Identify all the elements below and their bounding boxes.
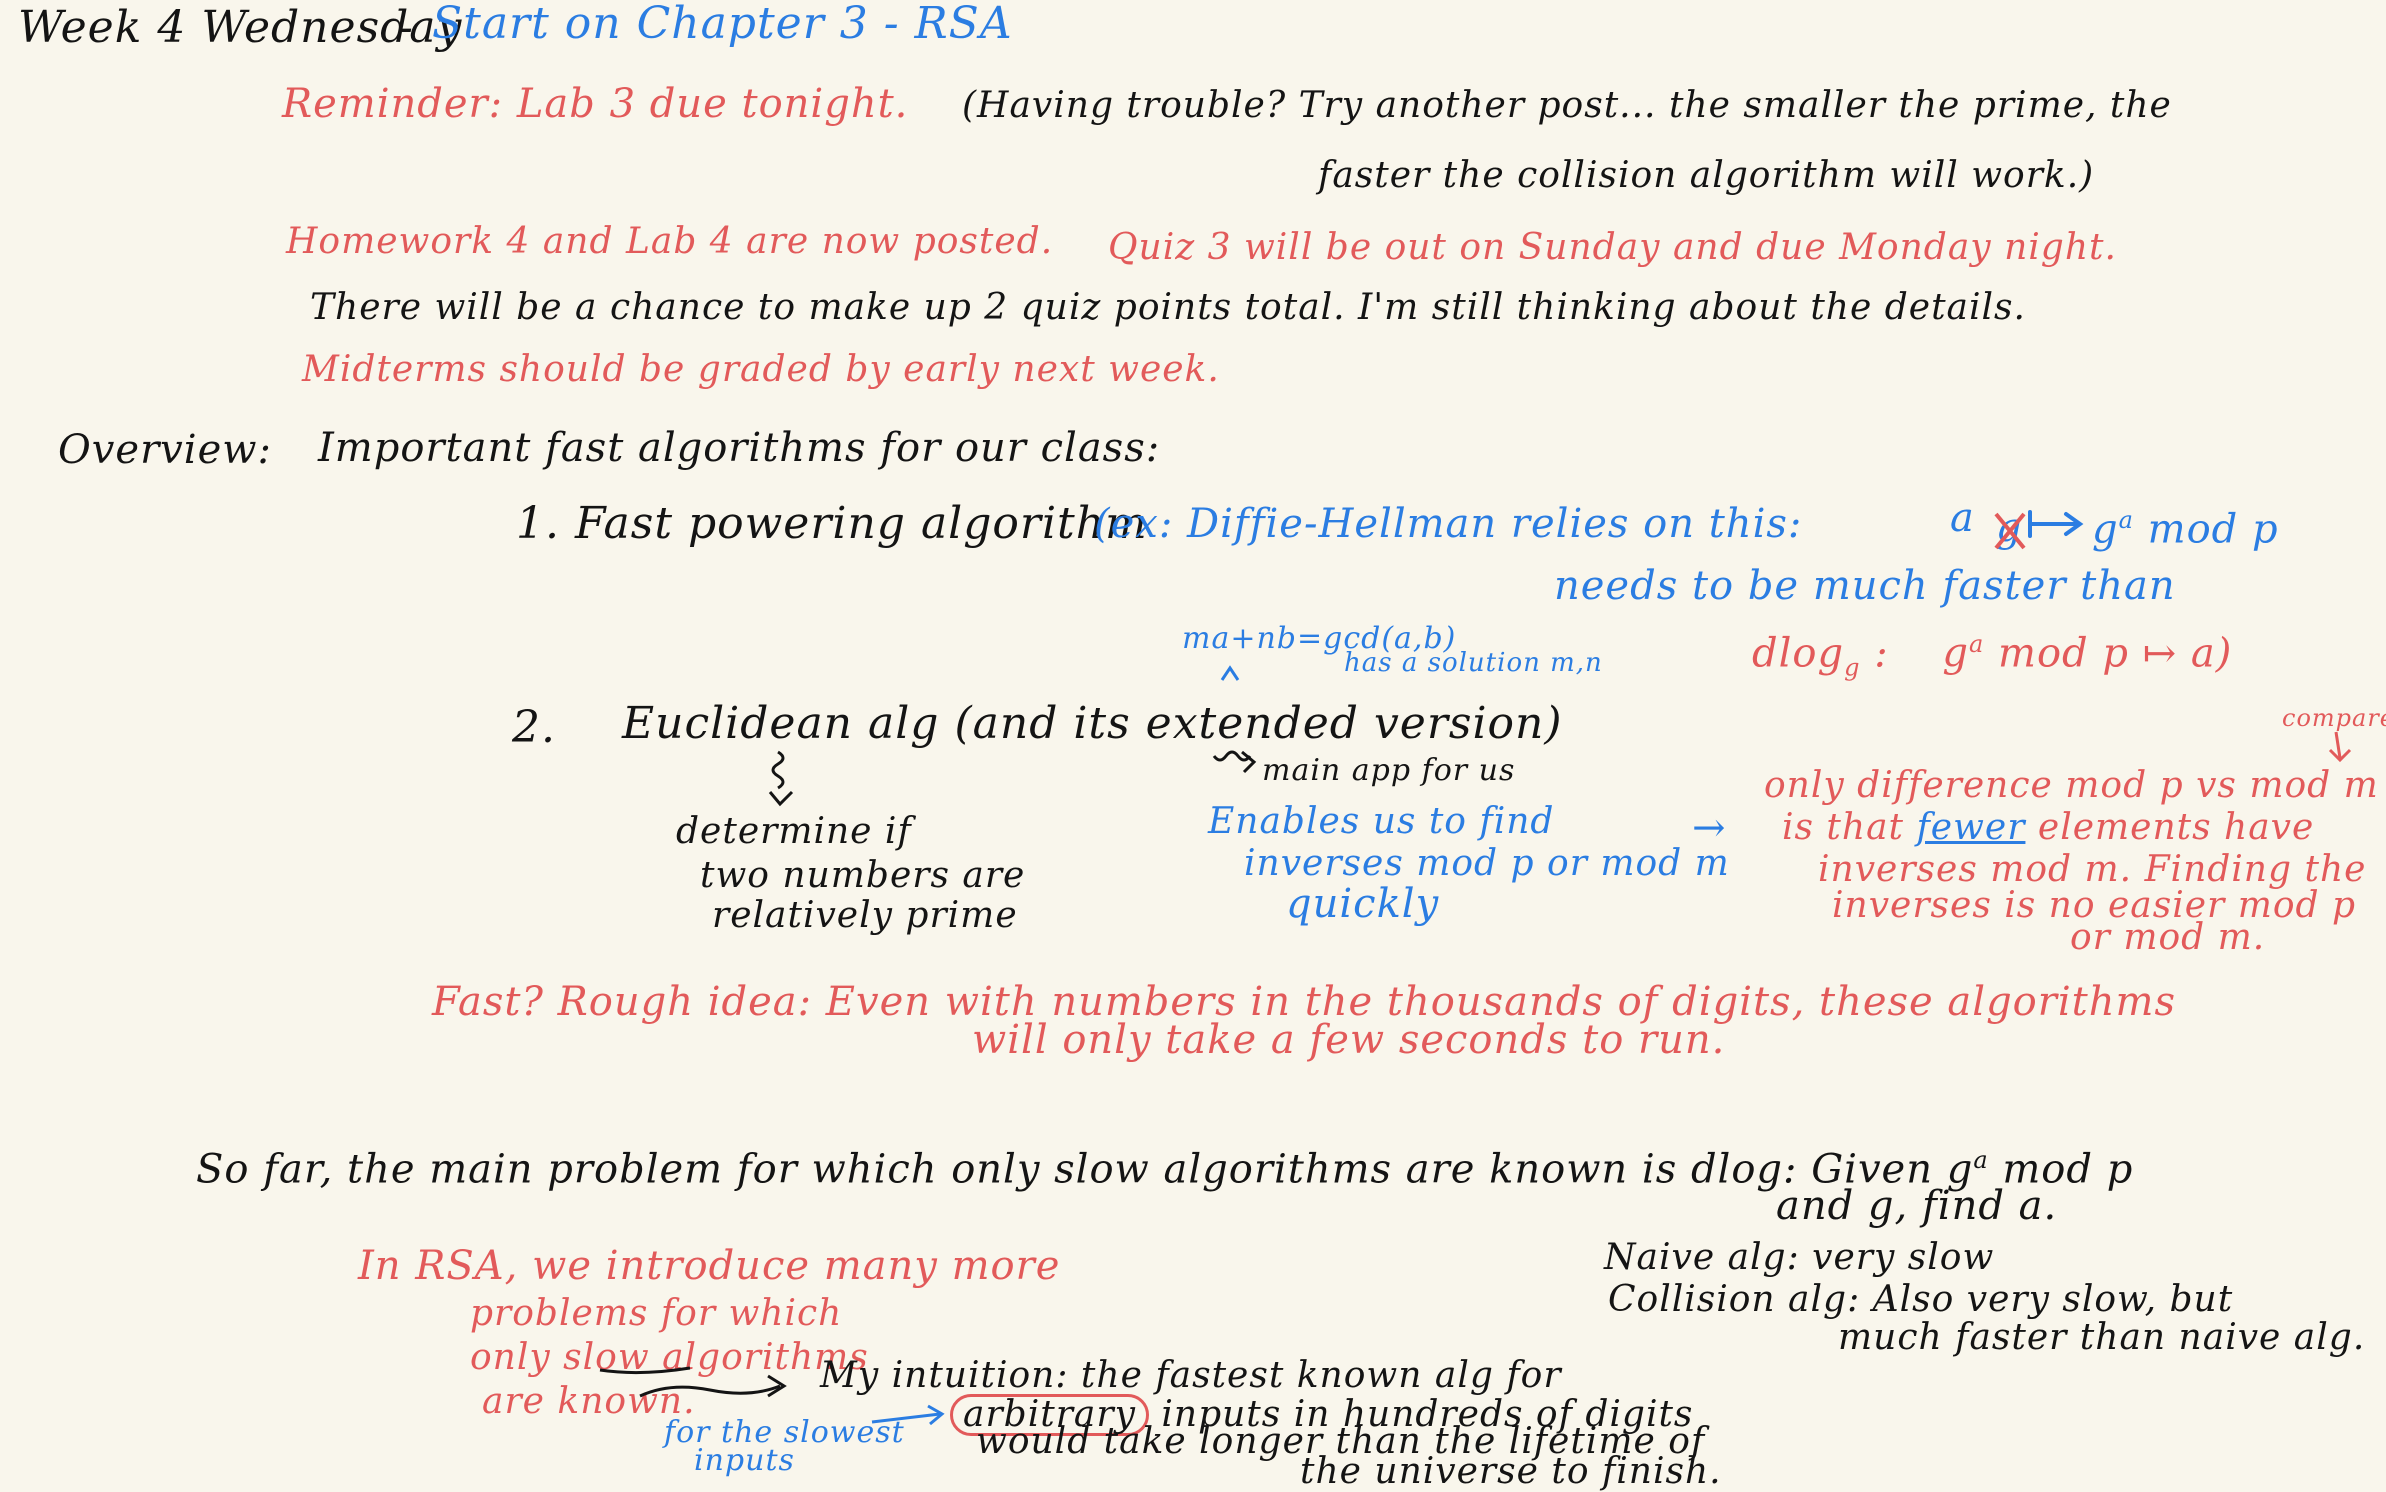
dlog-rest: mod p ↦ a) <box>1998 630 2233 677</box>
dlog-base: g <box>1942 630 1969 677</box>
diff-elements-have: elements have <box>2037 807 2315 848</box>
euclid-squiggle-arrow <box>768 750 794 807</box>
diff-line5: or mod m. <box>2070 917 2266 958</box>
slowest-line2: inputs <box>694 1443 795 1478</box>
item1-map-g: ga mod p <box>2092 508 2279 549</box>
item1-map-exp: a <box>2118 506 2134 534</box>
gcd-equation: ma+nb=gcd(a,b) <box>1182 621 1457 656</box>
rsa-line1: In RSA, we introduce many more <box>358 1243 1061 1289</box>
diff-line1: only difference mod p vs mod m <box>1764 765 2379 806</box>
item1-map-base: g <box>2092 506 2119 553</box>
compare-arrow-mark <box>2328 731 2352 763</box>
item1-note: (ex: Diffie-Hellman relies on this: <box>1094 501 1803 547</box>
compare-label: compare <box>2282 704 2386 732</box>
diff-line3: inverses mod m. Finding the <box>1818 849 2367 890</box>
collision-alg-line1: Collision alg: Also very slow, but <box>1608 1279 2234 1320</box>
sofar-line2: and g, find a. <box>1776 1183 2058 1229</box>
title-chapter: Start on Chapter 3 - RSA <box>432 0 1013 49</box>
item1-map-g-crossed: g <box>1996 505 2023 551</box>
mapsto-arrow <box>2028 510 2084 538</box>
intuition-line1: My intuition: the fastest known alg for <box>820 1355 1562 1396</box>
gcd-solution: has a solution m,n <box>1344 648 1603 678</box>
dlog-label: dlog <box>1752 630 1845 677</box>
diff-line2: is that fewer elements have <box>1782 810 2314 846</box>
lab-tip-line1: (Having trouble? Try another post... the… <box>962 85 2172 126</box>
rsa-line3: only slow algorithms <box>470 1337 869 1378</box>
makeup-notice: There will be a chance to make up 2 quiz… <box>310 287 2026 328</box>
sofar-exp: a <box>1973 1146 1989 1174</box>
item2-number: 2. <box>512 702 556 753</box>
overview-label: Overview: <box>58 427 272 473</box>
intuition-line2: arbitrary inputs in hundreds of digits <box>950 1394 1693 1436</box>
sofar-base: g <box>1946 1146 1974 1193</box>
sofar-mod: mod p <box>2002 1146 2134 1193</box>
sofar-prefix: So far, the main problem for which only … <box>196 1146 1933 1193</box>
enables-line3: quickly <box>1286 881 1440 927</box>
rsa-line2: problems for which <box>470 1293 843 1334</box>
lab-tip-line2: faster the collision algorithm will work… <box>1318 155 2095 196</box>
item1-map-a: a <box>1950 495 1975 541</box>
diff-line4: inverses is no easier mod p <box>1832 885 2357 926</box>
intuition-arbitrary: arbitrary <box>950 1394 1149 1436</box>
homework-posted: Homework 4 and Lab 4 are now posted. <box>286 221 1054 262</box>
overview-heading: Important fast algorithms for our class: <box>318 425 1161 471</box>
intuition-line4: the universe to finish. <box>1300 1451 1722 1492</box>
slowest-line1: for the slowest <box>664 1415 905 1450</box>
enables-line1: Enables us to find <box>1208 801 1555 842</box>
collision-alg-line2: much faster than naive alg. <box>1838 1317 2366 1358</box>
main-app-note: main app for us <box>1262 753 1516 788</box>
dlog-exp: a <box>1969 630 1985 658</box>
diff-fewer: fewer <box>1916 807 2026 848</box>
item2-euclidean: Euclidean alg (and its extended version) <box>622 698 1563 749</box>
intuition-line3: would take longer than the lifetime of <box>976 1421 1706 1462</box>
item1-map-mod: mod p <box>2147 506 2279 553</box>
quiz-notice: Quiz 3 will be out on Sunday and due Mon… <box>1108 227 2117 268</box>
item2-use-line3: relatively prime <box>712 895 1018 936</box>
sofar-line1: So far, the main problem for which only … <box>196 1148 2133 1189</box>
dlog-colon: : <box>1874 630 1889 677</box>
item2-use-line1: determine if <box>676 811 912 852</box>
enables-line2: inverses mod p or mod m <box>1244 843 1730 884</box>
naive-alg: Naive alg: very slow <box>1604 1237 1995 1278</box>
mainapp-squiggle-arrow <box>1212 750 1257 774</box>
item2-use-line2: two numbers are <box>700 855 1026 896</box>
item1-fast-powering: 1. Fast powering algorithm <box>516 498 1148 549</box>
intuition-inputs: inputs in hundreds of digits <box>1161 1394 1694 1435</box>
title-dash: - <box>398 2 414 53</box>
title-week: Week 4 Wednesday <box>18 2 463 53</box>
fast-idea-line1: Fast? Rough idea: Even with numbers in t… <box>432 979 2176 1025</box>
item1-needs: needs to be much faster than <box>1554 563 2176 609</box>
lab-reminder: Reminder: Lab 3 due tonight. <box>282 81 909 127</box>
compare-arrow: → <box>1692 805 1727 851</box>
dlog-sub: g <box>1844 653 1861 682</box>
gcd-arrow <box>1220 665 1240 681</box>
midterms-notice: Midterms should be graded by early next … <box>302 349 1220 390</box>
fast-idea-line2: will only take a few seconds to run. <box>972 1017 1726 1063</box>
dlog-definition: dlogg : ga mod p ↦ a) <box>1752 632 2232 679</box>
diff-is-that: is that <box>1782 807 1905 848</box>
